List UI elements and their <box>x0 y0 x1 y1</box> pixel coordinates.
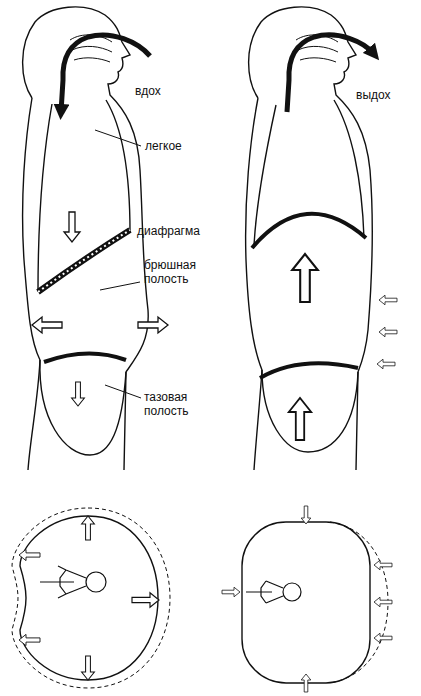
block-arrow <box>19 634 40 645</box>
block-arrow <box>292 254 318 302</box>
back-outline <box>246 98 262 470</box>
cavity-outline <box>254 105 276 245</box>
pelvic-floor <box>260 363 358 378</box>
block-arrow <box>64 212 80 242</box>
diaphragm <box>38 230 130 292</box>
block-arrow <box>374 597 392 607</box>
inhale-figure <box>23 7 150 470</box>
expanded-outline <box>12 508 170 688</box>
part-label: легкое <box>145 139 182 153</box>
leader-line <box>105 385 141 398</box>
exhale-figure <box>246 7 374 470</box>
block-arrow <box>132 593 159 607</box>
airflow-arrow <box>61 35 150 112</box>
cross-section-exhale <box>222 506 392 692</box>
movement-arrows <box>289 254 397 440</box>
part-label: выдох <box>356 88 391 102</box>
block-arrow <box>289 398 311 440</box>
vertebra <box>246 581 301 603</box>
part-label: тазовая полость <box>144 390 214 418</box>
cross-section-inhale <box>12 508 170 688</box>
cavity-outline <box>106 100 130 232</box>
block-arrow <box>82 656 95 680</box>
block-arrow <box>82 516 95 540</box>
movement-arrows <box>32 212 168 406</box>
cavity-outline <box>38 104 52 292</box>
cavity-outline <box>334 100 364 238</box>
part-label: вдох <box>135 84 161 98</box>
part-label: брюшная полость <box>144 258 214 286</box>
diaphragm <box>252 214 366 248</box>
diaphragm-hatch <box>38 230 130 292</box>
trunk-outline <box>20 516 158 680</box>
nasal-passage <box>70 35 112 62</box>
pelvic-floor <box>44 353 126 362</box>
block-arrow <box>19 549 40 560</box>
block-arrow <box>72 382 85 406</box>
block-arrow <box>138 317 168 333</box>
block-arrow <box>32 317 62 333</box>
block-arrow <box>374 560 392 570</box>
leader-line <box>100 282 140 290</box>
pelvic-sac <box>262 370 358 452</box>
vertebra <box>40 566 106 598</box>
block-arrow <box>301 674 311 692</box>
nasal-passage <box>296 35 338 62</box>
block-arrow <box>379 295 397 305</box>
body-outline <box>249 7 373 470</box>
block-arrow <box>301 506 311 524</box>
block-arrow <box>377 359 395 369</box>
pelvic-sac <box>40 360 126 455</box>
leader-line <box>95 130 141 146</box>
trunk-outline <box>242 522 370 683</box>
block-arrow <box>379 327 397 337</box>
body-outline <box>23 7 149 470</box>
part-label: диафрагма <box>137 224 200 238</box>
block-arrow <box>374 633 392 643</box>
block-arrow <box>222 587 240 597</box>
